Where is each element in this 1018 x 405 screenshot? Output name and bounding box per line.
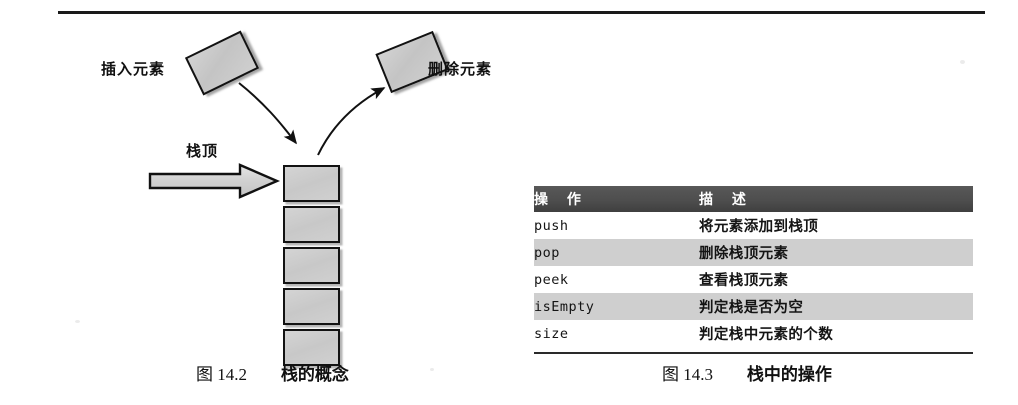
stack-cell [283, 329, 340, 366]
scan-speckle [430, 368, 434, 371]
cell-operation: peek [534, 271, 569, 288]
figure-right-caption-number: 图 14.3 [662, 365, 713, 384]
stack-arrows-svg [148, 82, 386, 199]
stack-operations-table: 操 作 描 述 push 将元素添加到栈顶 pop 删除栈顶元素 peek 查看… [534, 186, 973, 347]
table-row: push 将元素添加到栈顶 [534, 212, 973, 239]
table-header-description: 描 述 [699, 192, 753, 208]
cell-description: 将元素添加到栈顶 [699, 219, 819, 235]
stack-cell [283, 288, 340, 325]
stack-cell [283, 165, 340, 202]
figure-right-caption-text: 栈中的操作 [746, 365, 832, 385]
stack-cell [283, 247, 340, 284]
cell-description: 判定栈中元素的个数 [699, 327, 834, 343]
cell-operation: pop [534, 244, 560, 261]
table-row: peek 查看栈顶元素 [534, 266, 973, 293]
cell-operation: isEmpty [534, 298, 595, 315]
cell-description: 删除栈顶元素 [699, 246, 789, 262]
cell-description: 判定栈是否为空 [699, 300, 804, 316]
label-stack-top: 栈顶 [186, 142, 219, 160]
stack-cells [283, 165, 340, 370]
table-bottom-rule [534, 352, 973, 354]
cell-operation: push [534, 217, 569, 234]
scan-speckle [75, 320, 80, 323]
figure-left-caption-text: 栈的概念 [280, 365, 349, 385]
figure-left-caption-number: 图 14.2 [196, 365, 247, 384]
figure-stack-concept: 插入元素 删除元素 栈顶 图 14.2 栈的概念 [101, 30, 493, 385]
pop-curve-arrow [317, 87, 386, 156]
table-row: pop 删除栈顶元素 [534, 239, 973, 266]
push-curve-arrow [238, 82, 297, 145]
table-header-operation: 操 作 [534, 192, 588, 208]
stack-cell [283, 206, 340, 243]
table-header-row: 操 作 描 述 [534, 186, 973, 212]
page-top-rule [58, 11, 985, 14]
cell-description: 查看栈顶元素 [699, 273, 789, 289]
table-row: size 判定栈中元素的个数 [534, 320, 973, 347]
figure-right-caption: 图 14.3 栈中的操作 [662, 360, 832, 385]
stack-top-block-arrow [148, 163, 281, 199]
label-delete-element: 删除元素 [428, 60, 493, 78]
table-row: isEmpty 判定栈是否为空 [534, 293, 973, 320]
cell-operation: size [534, 325, 569, 342]
label-insert-element: 插入元素 [101, 60, 166, 78]
figure-left-caption: 图 14.2 栈的概念 [196, 360, 349, 385]
figure-stack-operations: 操 作 描 述 push 将元素添加到栈顶 pop 删除栈顶元素 peek 查看… [509, 0, 1018, 405]
scan-speckle [960, 60, 965, 64]
